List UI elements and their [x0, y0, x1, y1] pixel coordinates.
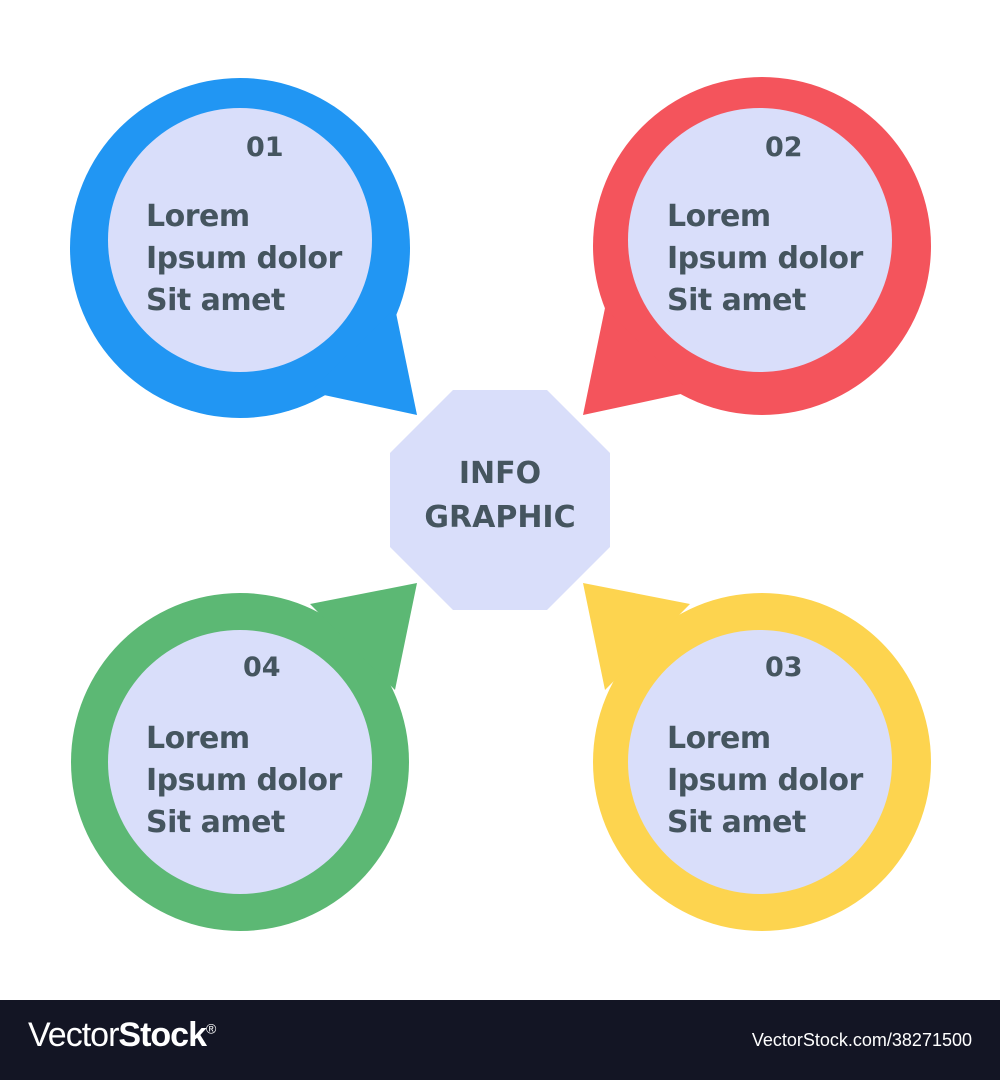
center-octagon	[390, 390, 610, 610]
vectorstock-logo: VectorStock®	[28, 1016, 216, 1054]
item-01-line1: Lorem	[146, 199, 250, 234]
item-03-line2: Ipsum dolor	[667, 763, 863, 798]
item-03-line1: Lorem	[667, 721, 771, 756]
item-04-line3: Sit amet	[146, 805, 285, 840]
item-04-number: 04	[243, 652, 281, 683]
bubble-01	[70, 78, 417, 418]
infographic-shapes	[70, 77, 931, 931]
item-04-line2: Ipsum dolor	[146, 763, 342, 798]
item-01-line2: Ipsum dolor	[146, 241, 342, 276]
item-02-line1: Lorem	[667, 199, 771, 234]
center-label: INFO GRAPHIC	[390, 452, 610, 540]
item-01-text: Lorem Ipsum dolor Sit amet	[146, 196, 342, 322]
watermark-footer: VectorStock® VectorStock.com/38271500	[0, 1000, 1000, 1080]
bubble-02	[583, 77, 931, 415]
item-03-line3: Sit amet	[667, 805, 806, 840]
item-04-line1: Lorem	[146, 721, 250, 756]
item-03-number: 03	[765, 652, 803, 683]
item-01-line3: Sit amet	[146, 283, 285, 318]
item-02-line3: Sit amet	[667, 283, 806, 318]
center-line1: INFO	[458, 456, 542, 491]
item-02-text: Lorem Ipsum dolor Sit amet	[667, 196, 863, 322]
item-02-number: 02	[765, 132, 803, 163]
bubble-03	[583, 583, 931, 931]
item-04-text: Lorem Ipsum dolor Sit amet	[146, 718, 342, 844]
image-url: VectorStock.com/38271500	[751, 1030, 972, 1050]
bubble-04	[71, 583, 417, 931]
item-02-line2: Ipsum dolor	[667, 241, 863, 276]
item-01-number: 01	[246, 132, 284, 163]
item-03-text: Lorem Ipsum dolor Sit amet	[667, 718, 863, 844]
center-line2: GRAPHIC	[424, 500, 576, 535]
